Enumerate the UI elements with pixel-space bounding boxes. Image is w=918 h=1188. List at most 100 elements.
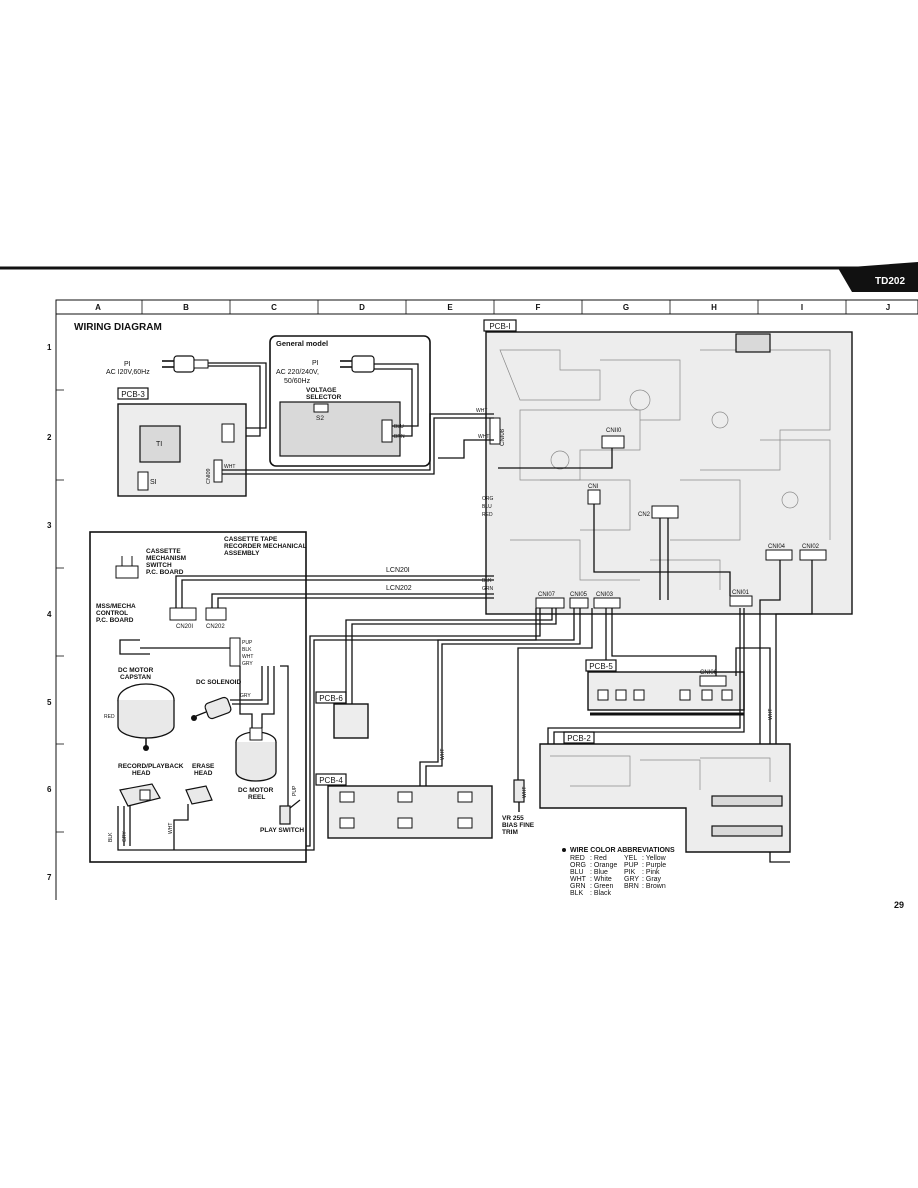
cn103-to-pcb5-b xyxy=(611,608,717,676)
row-label-5: 5 xyxy=(47,698,52,707)
vr255-tag-wht: WHT xyxy=(522,787,528,798)
svg-text:ORG: ORG xyxy=(570,862,586,869)
rp-head-wire-1 xyxy=(117,806,306,851)
legend-row-1: RED: Red YEL: Yellow xyxy=(570,855,667,862)
svg-text:CNI04: CNI04 xyxy=(768,544,786,550)
row-label-3: 3 xyxy=(47,521,52,530)
lcn201-label: LCN20I xyxy=(386,567,410,574)
assembly-line-1: CASSETTE TAPE xyxy=(224,536,278,543)
svg-text:PCB-4: PCB-4 xyxy=(319,776,343,785)
model-tab xyxy=(838,262,918,292)
switch-board-line-1: CASSETTE xyxy=(146,548,181,555)
svg-text:: Green: : Green xyxy=(590,883,613,890)
svg-text:WHT: WHT xyxy=(570,876,587,883)
column-label-h: H xyxy=(711,303,717,312)
row-label-1: 1 xyxy=(47,343,52,352)
pcb4-tag-wht: WHT xyxy=(440,749,446,760)
svg-text:GRY: GRY xyxy=(624,876,639,883)
svg-text:YEL: YEL xyxy=(624,855,637,862)
pcb2-to-cn101 xyxy=(547,608,741,744)
column-label-a: A xyxy=(95,303,101,312)
pcb2-to-cn104 xyxy=(759,560,781,744)
column-label-g: G xyxy=(623,303,629,312)
svg-text:CN2: CN2 xyxy=(638,512,651,518)
pcb1-wht-wire xyxy=(438,439,494,459)
assembly-line-3: ASSEMBLY xyxy=(224,550,260,557)
head-harness-to-cn107-b xyxy=(306,608,541,847)
pcb5-to-pcb2-wire xyxy=(735,647,771,758)
voltage-selector-line-2: SELECTOR xyxy=(306,394,342,401)
cn2-connector: CN2 xyxy=(638,505,679,519)
svg-text:PCB-2: PCB-2 xyxy=(567,734,591,743)
column-label-j: J xyxy=(886,303,890,312)
svg-text:CNI: CNI xyxy=(588,484,599,490)
svg-text:GRN: GRN xyxy=(570,883,586,890)
play-switch-tag-pup: PUP xyxy=(292,785,298,796)
erase-tag-wht: WHT xyxy=(168,823,174,834)
pcb-2-board xyxy=(539,743,791,853)
pcb-3-board xyxy=(117,403,247,497)
cn109-connector-icon xyxy=(213,459,223,483)
play-switch-icon xyxy=(279,799,301,825)
trim-line-1: VR 255 xyxy=(502,815,524,822)
reel-wire-blk xyxy=(239,666,253,728)
legend-row-2: ORG: Orange PUP: Purple xyxy=(570,862,666,869)
lcn201-wire-2 xyxy=(181,579,494,608)
capstan-line-2: CAPSTAN xyxy=(120,674,151,681)
pcb1-tag-red: RED xyxy=(482,512,493,518)
legend-row-6: BLK: Black xyxy=(570,890,612,897)
svg-text:: Orange: : Orange xyxy=(590,862,617,869)
cn109-label: CNI09 xyxy=(206,468,212,484)
lcn202-wire-2 xyxy=(217,597,494,608)
svg-text:CNI05: CNI05 xyxy=(570,592,588,598)
rp-tag-blk: BLK xyxy=(108,832,114,842)
switch-board-line-3: SWITCH xyxy=(146,562,172,569)
capstan-tag-red: RED xyxy=(104,714,115,720)
row-label-4: 4 xyxy=(47,610,52,619)
row-dividers xyxy=(56,389,64,833)
s2-switch-icon xyxy=(313,403,329,413)
ac-cord-wire-2 xyxy=(208,365,261,437)
pcb2-tag-wht: WHT xyxy=(768,709,774,720)
cn107-connector: CNI07 xyxy=(535,592,565,609)
solenoid-icon xyxy=(191,696,232,721)
record-playback-head-icon xyxy=(119,783,161,807)
solenoid-label: DC SOLENOID xyxy=(196,679,241,686)
pcb1-input-wht: WHT xyxy=(476,408,487,414)
voltage-selector-line-1: VOLTAGE xyxy=(306,387,337,394)
svg-text:PCB-6: PCB-6 xyxy=(319,694,343,703)
switch-board-line-2: MECHANISM xyxy=(146,555,186,562)
gm-spec-line-2: 50/60Hz xyxy=(284,378,311,385)
page-number: 29 xyxy=(894,900,904,910)
mechanism-switch-icon xyxy=(115,556,139,579)
pcb-4-switches xyxy=(339,791,473,829)
mss-line-1: MSS/MECHA xyxy=(96,603,136,610)
pcb-4-tag: PCB-4 xyxy=(315,773,347,786)
plug-spec-label: AC I20V,60Hz xyxy=(106,369,150,376)
pcb-6-tag: PCB-6 xyxy=(315,691,347,704)
svg-text:PIK: PIK xyxy=(624,869,636,876)
svg-text:: Yellow: : Yellow xyxy=(642,855,667,862)
svg-text:CNI02: CNI02 xyxy=(802,544,820,550)
column-label-d: D xyxy=(359,303,365,312)
pcb3-to-pcb1-wire-b xyxy=(222,417,494,475)
solenoid-wire-gry xyxy=(230,666,263,701)
svg-text:CNI01: CNI01 xyxy=(732,590,750,596)
trim-line-2: BIAS FINE xyxy=(502,822,535,829)
row-label-7: 7 xyxy=(47,873,52,882)
row-label-6: 6 xyxy=(47,785,52,794)
erase-head-line-1: ERASE xyxy=(192,763,215,770)
switch-board-line-4: P.C. BOARD xyxy=(146,569,184,576)
cn201-connector xyxy=(169,607,197,621)
rp-tag-gry: GRY xyxy=(122,831,128,842)
pcb1-tag-org: ORG xyxy=(482,496,494,502)
svg-text:PCB-I: PCB-I xyxy=(489,322,510,331)
svg-text:PUP: PUP xyxy=(624,862,639,869)
cn105-connector: CNI05 xyxy=(569,592,589,609)
svg-text:CNI08: CNI08 xyxy=(500,428,506,446)
svg-text:CNII0: CNII0 xyxy=(606,428,622,434)
s1-label: SI xyxy=(150,479,157,486)
mechanism-assembly-box xyxy=(89,531,307,863)
pcb4-harness-2 xyxy=(425,608,581,786)
svg-text:BLK: BLK xyxy=(570,890,584,897)
